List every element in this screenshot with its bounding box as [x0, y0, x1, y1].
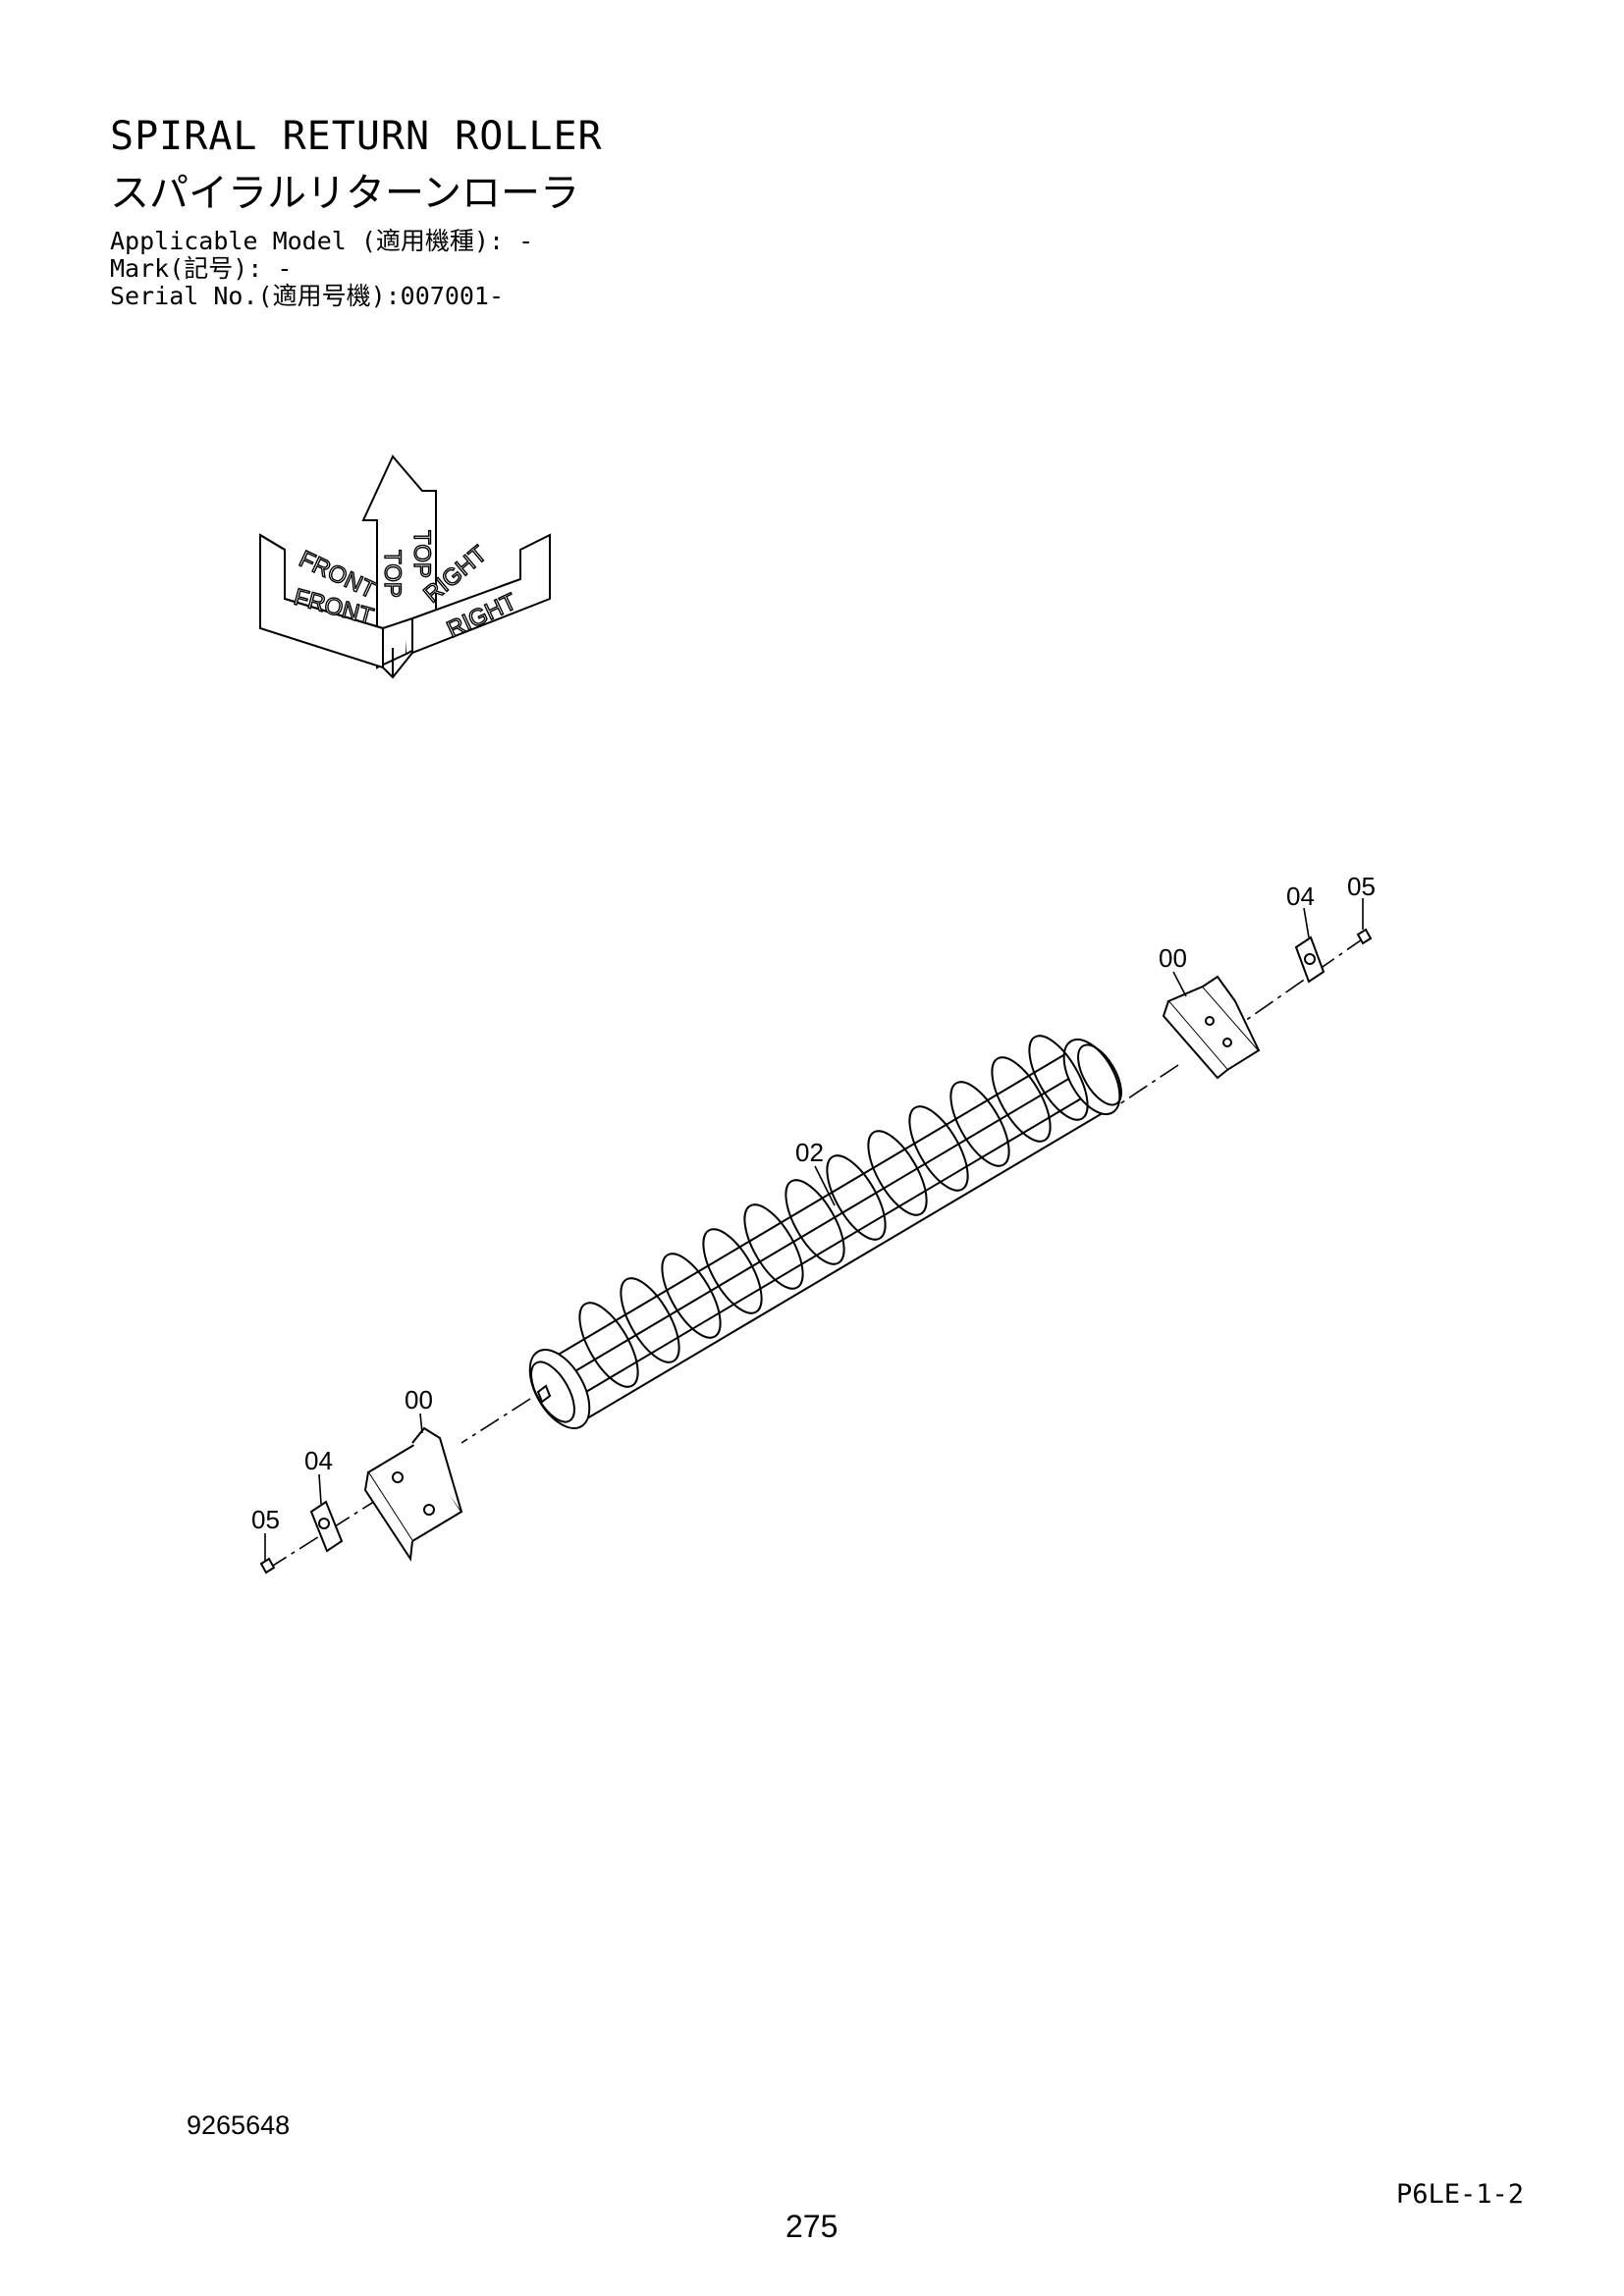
- bracket-left: [363, 1426, 463, 1562]
- applicable-model: Applicable Model (適用機種): -: [110, 227, 534, 255]
- bracket-right: [1162, 975, 1261, 1080]
- bolt-left: [259, 1557, 276, 1575]
- title-english: SPIRAL RETURN ROLLER: [110, 114, 603, 159]
- spiral-roller: [528, 1039, 1122, 1429]
- orientation-top-label-2: TOP: [408, 530, 435, 578]
- spiral-coil: [578, 1035, 1089, 1388]
- drawing-code: 9265648: [187, 2110, 291, 2140]
- bolt-right: [1356, 928, 1373, 945]
- plate-right: [1294, 935, 1326, 984]
- leader-lines: [264, 898, 1364, 1561]
- applicability-info: Applicable Model (適用機種): - Mark(記号): - S…: [110, 228, 533, 310]
- callout-bracket-right: 00: [1159, 943, 1187, 973]
- page-reference: P6LE-1-2: [1396, 2179, 1525, 2210]
- plate-left: [309, 1500, 344, 1553]
- callout-plate-left: 04: [304, 1446, 333, 1475]
- page-number: 275: [785, 2209, 839, 2244]
- callout-bolt-left: 05: [251, 1505, 280, 1534]
- callout-bolt-right: 05: [1347, 872, 1376, 901]
- mark: Mark(記号): -: [110, 254, 293, 283]
- callout-bracket-left: 00: [405, 1385, 433, 1415]
- orientation-symbol: [259, 454, 551, 679]
- callout-roller: 02: [795, 1138, 824, 1167]
- orientation-top-label-1: TOP: [379, 550, 406, 598]
- serial-no: Serial No.(適用号機):007001-: [110, 282, 505, 310]
- callout-plate-right: 04: [1286, 881, 1315, 911]
- title-japanese: スパイラルリターンローラ: [110, 171, 579, 216]
